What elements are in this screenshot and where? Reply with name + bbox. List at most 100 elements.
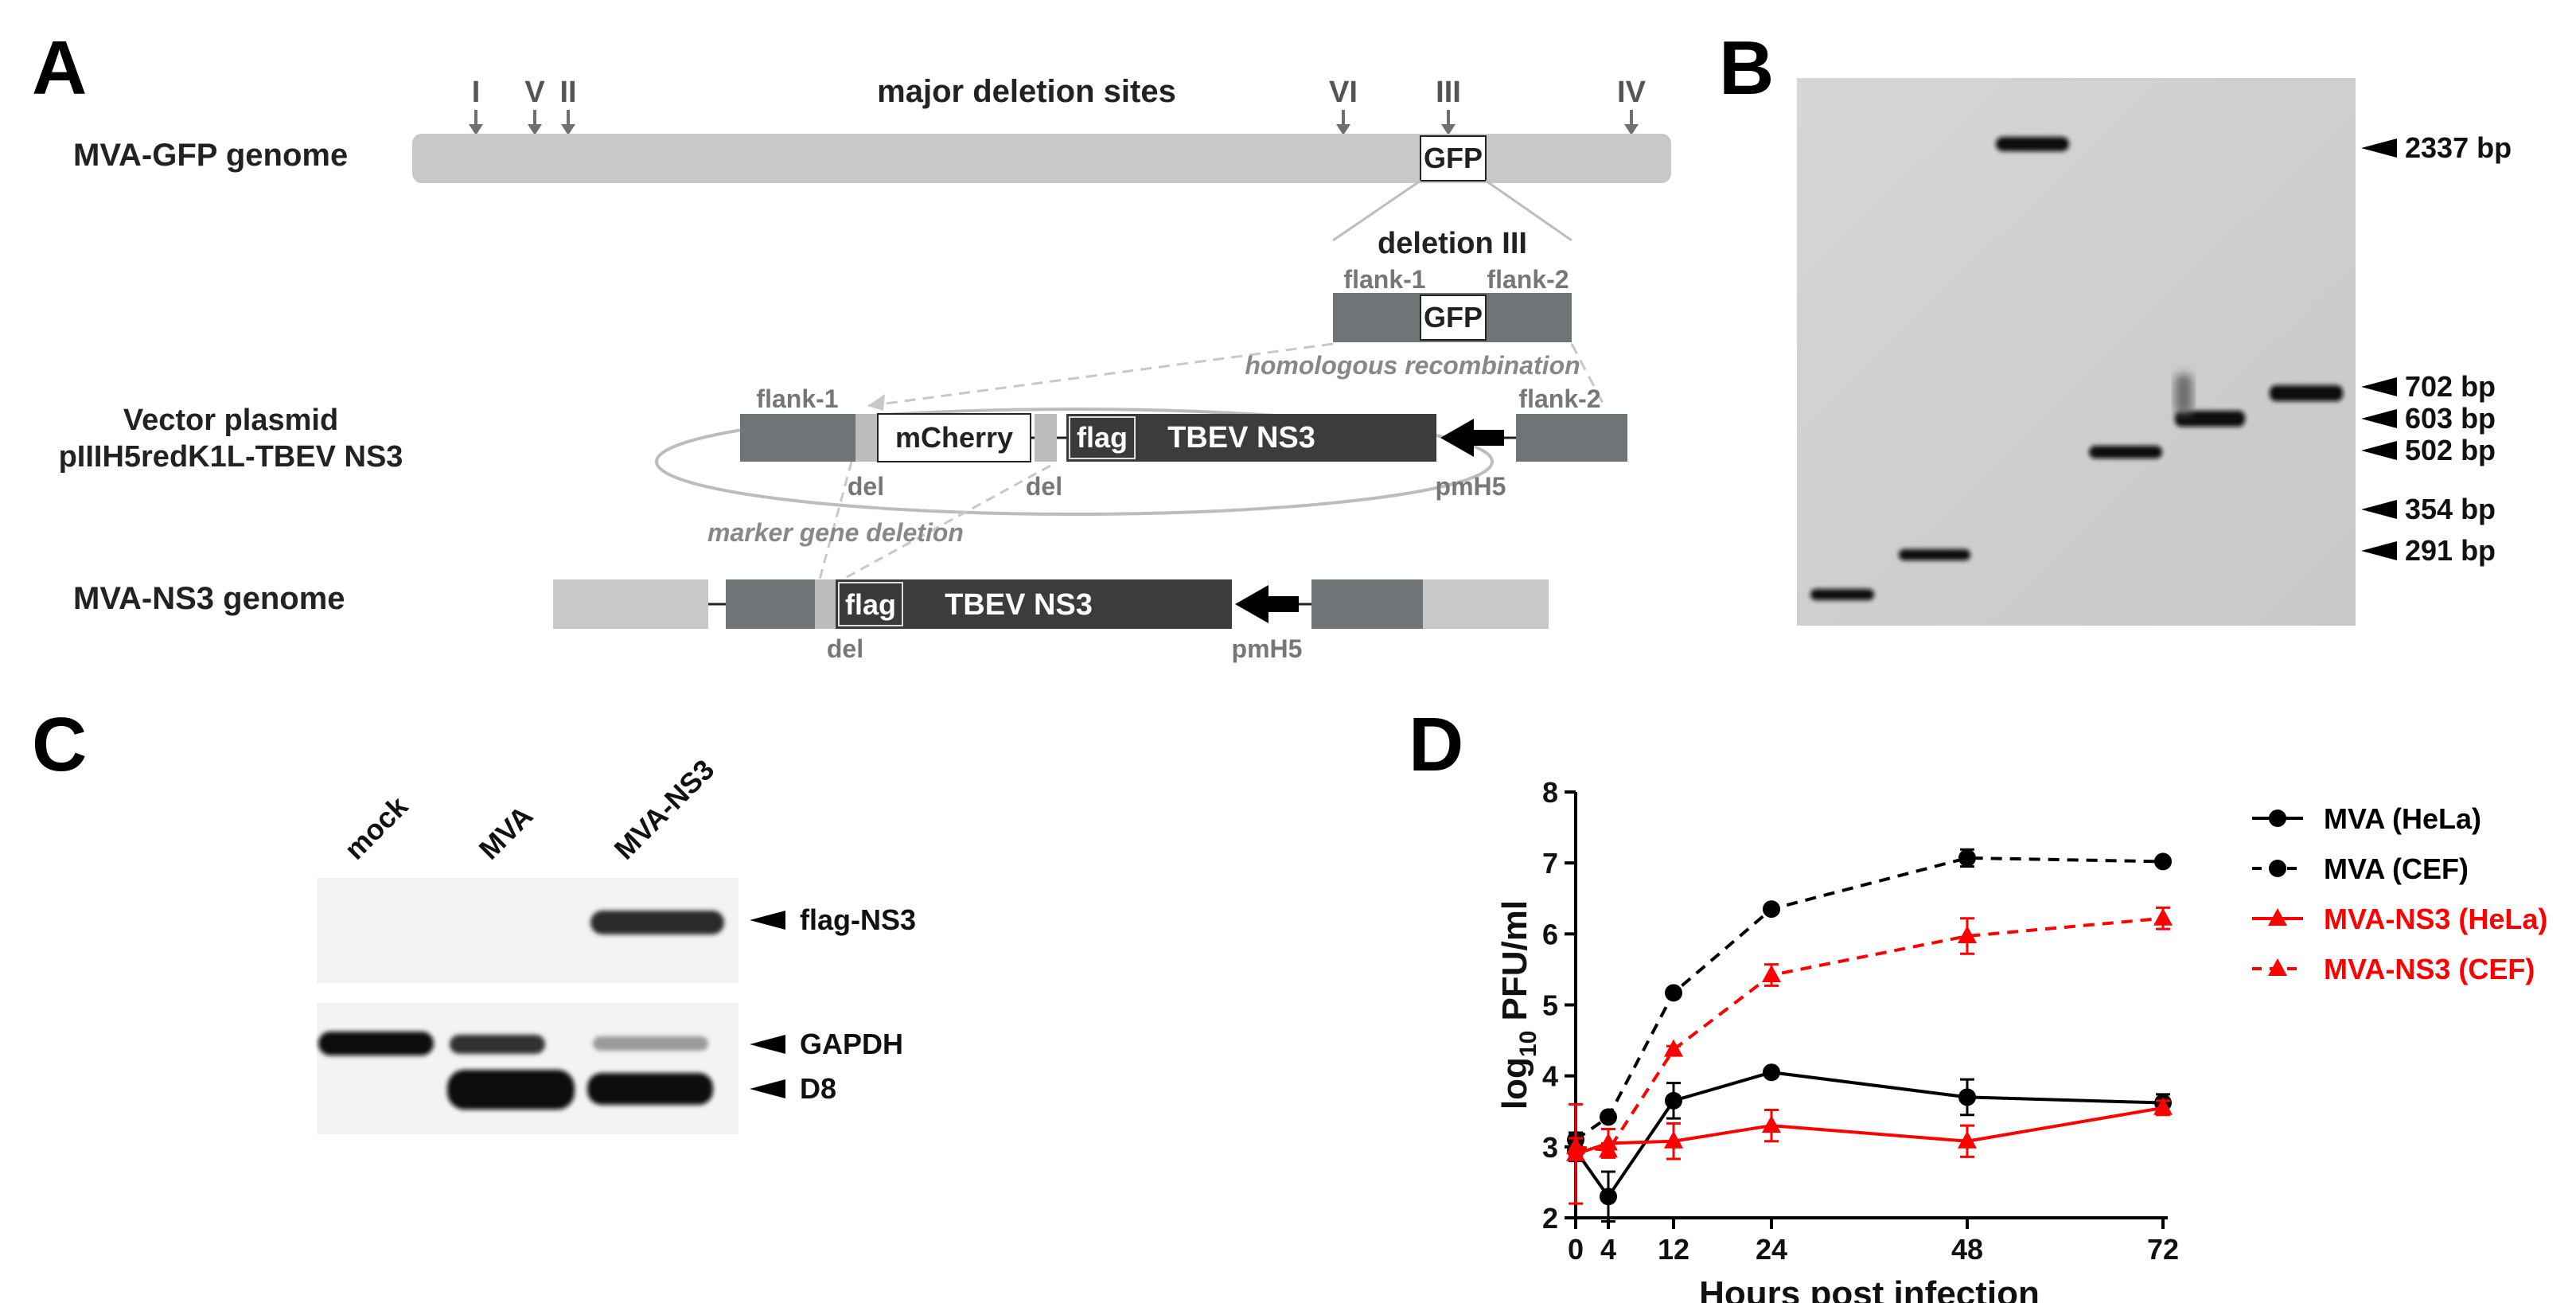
ladder-arrow-502 (2361, 441, 2397, 460)
plasmid-circle (655, 408, 1494, 516)
band-label-d8: D8 (800, 1072, 836, 1105)
site-arrows (469, 110, 1639, 135)
blot-band-gapdh-mock (318, 1032, 434, 1055)
mcherry-label: mCherry (895, 421, 1013, 454)
ns3-genome-right-gray (1423, 579, 1549, 629)
ns3-genome-flank2 (1311, 579, 1423, 629)
mva-gfp-genome-bar (412, 134, 1671, 183)
panel-letter-d: D (1409, 702, 1463, 787)
blot-arrow-flag-ns3 (750, 911, 785, 930)
panel-letter-a: A (32, 25, 87, 111)
x-axis-label: Hours post infection (1699, 1274, 2040, 1303)
x-tick-label-12: 12 (1658, 1233, 1689, 1266)
agarose-gel-image (1797, 78, 2356, 626)
ladder-arrow-2337 (2361, 138, 2397, 158)
site-VI-label: VI (1329, 76, 1358, 109)
panel-c: C mock MVA MVA-NS3 flag-NS3 GAPDH D8 (32, 702, 916, 1134)
ladder-label-354: 354 bp (2405, 493, 2496, 525)
series-1 (1567, 848, 2172, 1149)
y-tick-label-2: 2 (1542, 1202, 1558, 1235)
del-label-genome: del (827, 634, 863, 663)
flank1-label-top: flank-1 (1343, 265, 1425, 294)
gel-band-2337bp (1996, 137, 2069, 151)
plasmid-flank1 (740, 414, 855, 462)
ladder-label-702: 702 bp (2405, 370, 2496, 403)
data-point-0-3 (1763, 1063, 1780, 1082)
y-axis-label-unit: PFU/ml (1495, 900, 1534, 1031)
data-point-0-1 (1600, 1188, 1617, 1206)
flank2-label-plasmid: flank-2 (1518, 384, 1600, 413)
panel-letter-c: C (32, 702, 87, 787)
pmh5-label-genome: pmH5 (1232, 634, 1303, 663)
data-point-3-1 (1599, 1140, 1618, 1158)
tbev-ns3-box-genome (906, 579, 1232, 629)
x-tick-label-24: 24 (1756, 1233, 1787, 1266)
series-2 (1566, 1097, 2173, 1205)
vector-label-line2: pIIIH5redK1L-TBEV NS3 (59, 440, 403, 474)
site-II-label: II (559, 76, 576, 109)
lane-label-mock: mock (338, 789, 415, 865)
gfp-label-deletion-iii: GFP (1424, 301, 1483, 334)
data-point-3-3 (1762, 965, 1781, 983)
plasmid-del-right (1035, 414, 1057, 462)
ns3-genome-left-gray (553, 579, 708, 629)
y-tick-label-3: 3 (1542, 1131, 1558, 1164)
series-line-1 (1574, 856, 2164, 1141)
panel-b: B 2337 bp 702 bp 603 bp 502 bp 354 bp 29… (1719, 25, 2512, 626)
data-point-1-3 (1763, 900, 1780, 919)
gfp-genome-label: MVA-GFP genome (73, 138, 348, 173)
site-I-label: I (472, 76, 481, 109)
tbev-ns3-label-genome: TBEV NS3 (945, 588, 1093, 622)
flag-label-genome: flag (845, 588, 896, 621)
blot-gapdh-d8 (317, 1003, 739, 1134)
ladder-label-291: 291 bp (2405, 534, 2496, 567)
gfp-label-genome: GFP (1424, 142, 1483, 174)
legend-label-1: MVA (CEF) (2324, 852, 2469, 885)
data-point-3-4 (1958, 926, 1977, 944)
data-point-2-4 (1958, 1130, 1977, 1149)
deletion-iii-label: deletion III (1378, 227, 1527, 260)
legend-label-2: MVA-NS3 (HeLa) (2324, 903, 2547, 935)
data-point-2-2 (1664, 1130, 1683, 1149)
data-point-3-5 (2153, 907, 2173, 926)
data-point-1-2 (1665, 984, 1682, 1002)
del-label-left: del (848, 472, 884, 501)
flag-box-plasmid (1066, 414, 1138, 462)
data-point-0-2 (1665, 1091, 1682, 1110)
y-axis-label: log10 PFU/ml (1495, 900, 1541, 1110)
gel-band-291bp (1810, 589, 1874, 600)
marker-gene-deletion-label: marker gene deletion (707, 518, 964, 547)
pmh5-promoter-arrow-plasmid (1440, 419, 1504, 457)
flag-label-plasmid: flag (1077, 421, 1128, 454)
y-tick-label-8: 8 (1542, 776, 1558, 809)
flank2-label-top: flank-2 (1487, 265, 1569, 294)
blot-band-gapdh-mva-ns3 (593, 1036, 708, 1051)
flank1-label-plasmid: flank-1 (756, 384, 838, 413)
series-3 (1566, 906, 2173, 1159)
x-tick-label-72: 72 (2147, 1233, 2179, 1266)
gel-band-702bp (2270, 385, 2343, 401)
marker-deletion-line-right (839, 464, 1051, 583)
y-axis-label-log: log (1495, 1057, 1534, 1110)
tbev-ns3-box-plasmid (1138, 414, 1436, 462)
recombination-arrow-left (867, 342, 1334, 408)
y-axis-label-sub: 10 (1515, 1031, 1541, 1057)
recombination-arrow-right (1570, 343, 1605, 405)
gel-band-502bp (2089, 446, 2162, 458)
gel-band-354bp (1899, 549, 1970, 560)
recombination-arrowhead-left (867, 394, 885, 411)
gel-ladder-markers (2361, 138, 2397, 560)
ladder-label-502: 502 bp (2405, 434, 2496, 466)
homologous-recombination-label: homologous recombination (1245, 351, 1580, 380)
x-tick-label-4: 4 (1600, 1233, 1616, 1266)
blot-arrow-gapdh (750, 1035, 785, 1054)
x-tick-label-48: 48 (1951, 1233, 1983, 1266)
legend-marker-1 (2269, 860, 2286, 877)
blot-band-gapdh-mva (450, 1035, 545, 1054)
legend-marker-0 (2269, 809, 2286, 827)
pmh5-promoter-arrow-genome (1235, 585, 1299, 623)
data-point-0-4 (1958, 1088, 1976, 1106)
ns3-genome-flank1 (726, 579, 815, 629)
site-IV-label: IV (1617, 76, 1647, 109)
data-point-2-5 (2153, 1097, 2173, 1115)
